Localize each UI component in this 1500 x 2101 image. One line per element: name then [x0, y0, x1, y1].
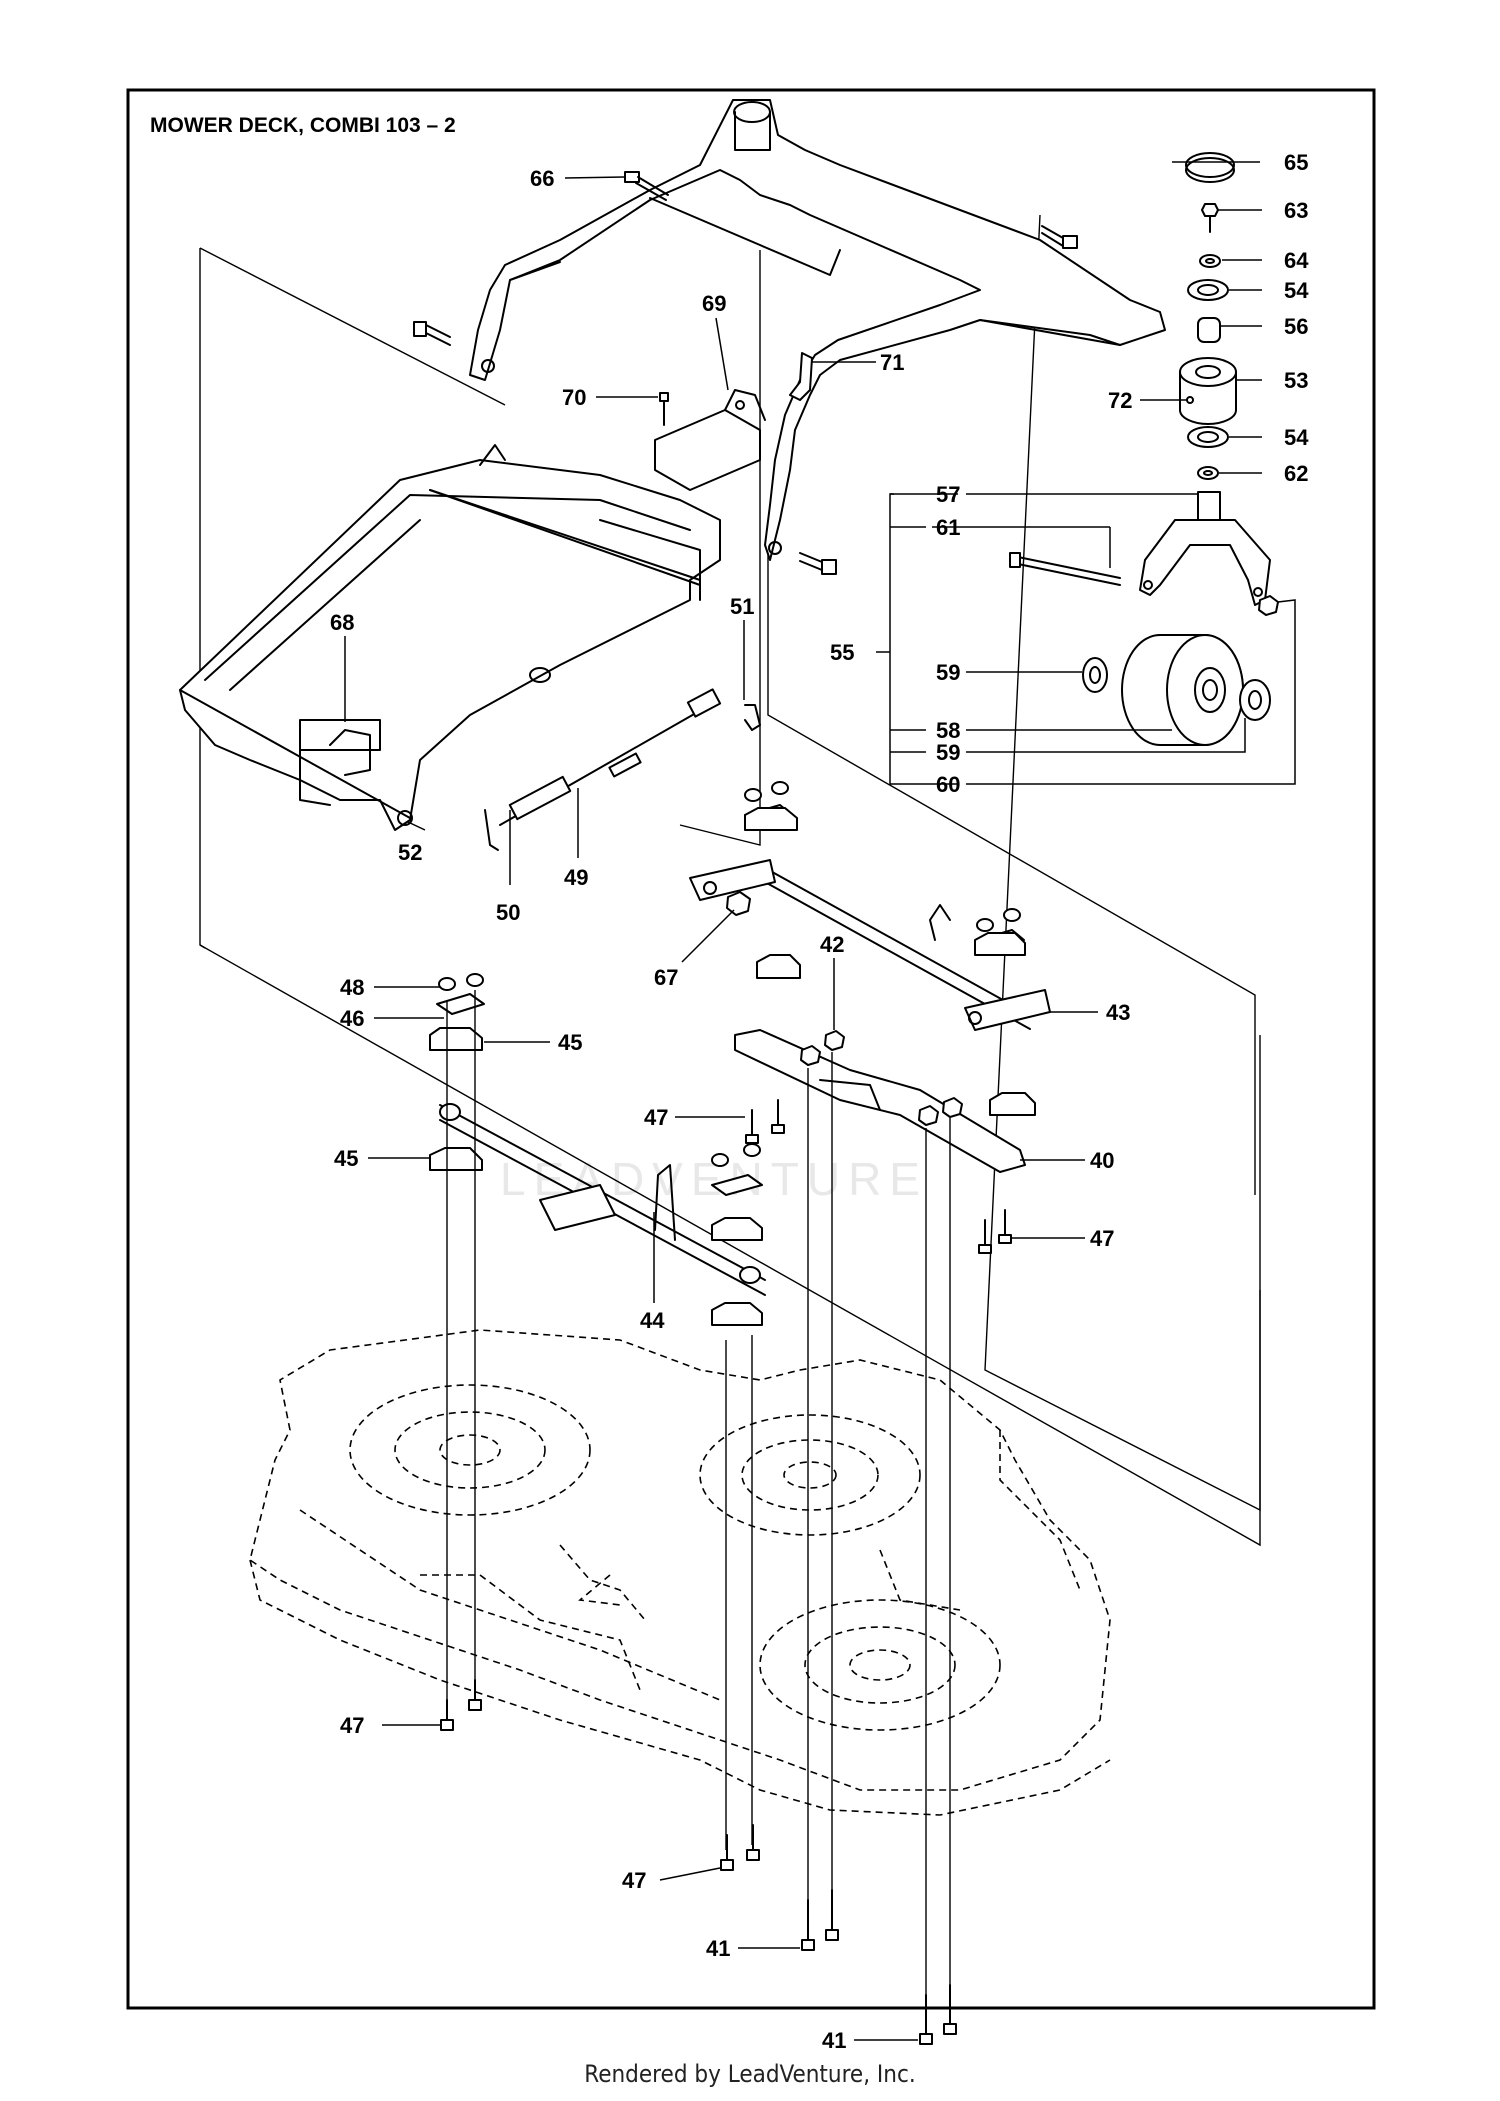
callout-48: 48	[340, 975, 364, 1000]
callout-46: 46	[340, 1006, 364, 1031]
callout-62: 62	[1284, 461, 1308, 486]
callout-54: 54	[1284, 278, 1309, 303]
callout-68: 68	[330, 610, 354, 635]
callout-49: 49	[564, 865, 588, 890]
clamp-stack-rear-center	[711, 1143, 763, 1326]
callout-47-d: 47	[622, 1868, 646, 1893]
leader-lines	[344, 161, 1296, 2041]
callout-72: 72	[1108, 388, 1132, 413]
washer-62	[1197, 466, 1219, 480]
callout-47-c: 47	[340, 1713, 364, 1738]
callout-59-b: 59	[936, 740, 960, 765]
mower-deck	[249, 1329, 1111, 1816]
bearing-54-top	[1187, 279, 1229, 301]
bolts-47-upper	[745, 1099, 1012, 1254]
callout-43: 43	[1106, 1000, 1130, 1025]
callout-60: 60	[936, 772, 960, 797]
assembly-guide-lines	[199, 214, 1261, 1547]
fork-57	[1139, 491, 1271, 606]
callout-57: 57	[936, 482, 960, 507]
diagram-frame	[126, 88, 1376, 2010]
spacer-59-left	[1082, 657, 1108, 693]
upper-frame	[469, 99, 1166, 561]
wheel-58	[1121, 634, 1244, 746]
bearing-54-bottom	[1187, 426, 1229, 448]
bolt-66	[624, 171, 669, 201]
callout-41: 41	[706, 1936, 730, 1961]
callout-40: 40	[1090, 1148, 1114, 1173]
nuts-42	[800, 1030, 963, 1126]
rear-axle-44	[439, 1103, 766, 1296]
bolt-right	[1041, 225, 1078, 249]
callout-54-b: 54	[1284, 425, 1309, 450]
bolt-lower-right	[799, 552, 837, 575]
clamp-stack-rear-left	[429, 973, 485, 1171]
callout-47-b: 47	[1090, 1226, 1114, 1251]
callout-47: 47	[644, 1105, 668, 1130]
front-axle-43	[689, 859, 1051, 1031]
lift-frame-68	[179, 444, 721, 831]
callout-67: 67	[654, 965, 678, 990]
callout-labels: 65 66 63 64 54 56 69 71 53 70 72 54 62 5…	[330, 150, 1309, 2053]
callout-64: 64	[1284, 248, 1309, 273]
callout-61: 61	[936, 515, 960, 540]
callout-69: 69	[702, 291, 726, 316]
callout-51: 51	[730, 594, 754, 619]
diagram-title: MOWER DECK, COMBI 103 – 2	[150, 114, 456, 137]
bracket-69	[654, 389, 766, 491]
fastener-guide-lines	[446, 990, 951, 2030]
lift-rod-49	[484, 688, 722, 851]
callout-65: 65	[1284, 150, 1308, 175]
cap-65	[1185, 152, 1235, 183]
callout-58: 58	[936, 718, 960, 743]
callout-52: 52	[398, 840, 422, 865]
bolts-47-lower-center	[720, 1824, 760, 1871]
callout-63: 63	[1284, 198, 1308, 223]
bolts-41	[801, 1889, 957, 2045]
callout-44: 44	[640, 1308, 665, 1333]
clip-51	[744, 704, 761, 731]
spacer-56	[1197, 317, 1221, 343]
clamp-stack-center	[744, 781, 801, 979]
callout-71: 71	[880, 350, 904, 375]
callout-50: 50	[496, 900, 520, 925]
washer-64	[1199, 254, 1221, 268]
callout-45-b: 45	[334, 1146, 358, 1171]
housing-53	[1179, 357, 1237, 425]
nut-60	[1258, 595, 1279, 616]
clip-71	[789, 352, 813, 401]
callout-53: 53	[1284, 368, 1308, 393]
callout-45: 45	[558, 1030, 582, 1055]
clamp-stack-right	[974, 908, 1036, 1116]
bolt-63	[1201, 203, 1219, 233]
callout-66: 66	[530, 166, 554, 191]
pin-70	[659, 392, 669, 426]
bolts-47-lower-left	[440, 1679, 482, 1731]
callout-56: 56	[1284, 314, 1308, 339]
spacer-59-right	[1239, 679, 1271, 721]
callout-59: 59	[936, 660, 960, 685]
callout-70: 70	[562, 385, 586, 410]
axle-bolt-61	[1009, 552, 1121, 586]
callout-55: 55	[830, 640, 854, 665]
footer-credit: Rendered by LeadVenture, Inc.	[584, 2060, 916, 2088]
callout-41-b: 41	[822, 2028, 846, 2053]
nut-67	[726, 891, 751, 916]
callout-42: 42	[820, 932, 844, 957]
bolt-left	[413, 321, 451, 346]
